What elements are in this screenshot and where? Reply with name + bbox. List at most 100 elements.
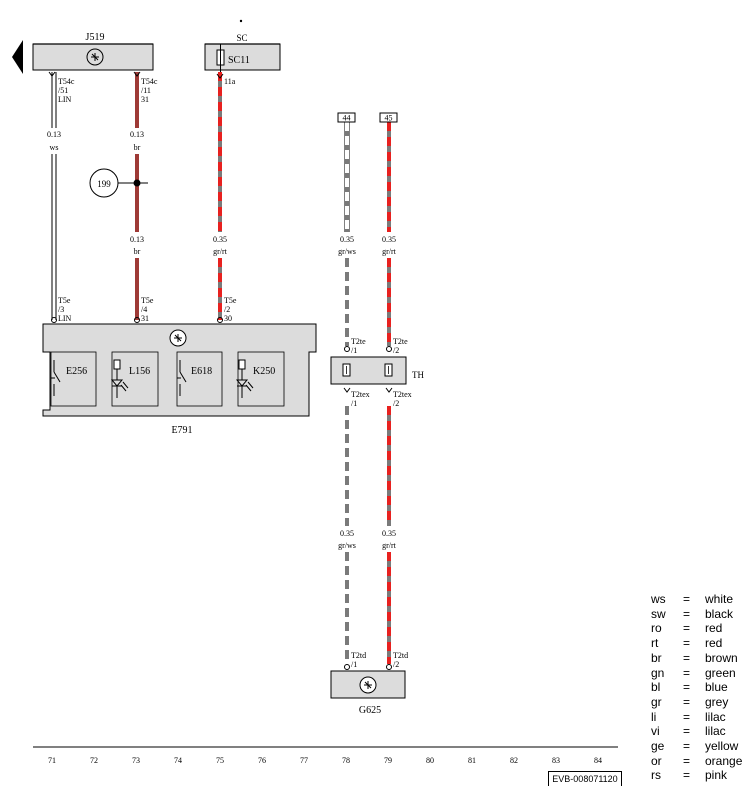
legend-eq: = bbox=[683, 621, 691, 636]
w2b-color: br bbox=[134, 247, 141, 256]
legend-code: sw bbox=[651, 606, 666, 621]
control-unit-j519: J519 bbox=[32, 32, 154, 71]
legend-eq: = bbox=[683, 753, 691, 768]
legend-name: brown bbox=[705, 650, 738, 665]
legend-row: br=brown bbox=[651, 651, 751, 666]
legend-code: or bbox=[651, 753, 662, 768]
w5-t2te-b: /2 bbox=[393, 346, 399, 355]
legend-row: ro=red bbox=[651, 621, 751, 636]
legend-eq: = bbox=[683, 709, 691, 724]
legend-row: or = orange bbox=[651, 754, 751, 769]
w4a-size: 0.35 bbox=[340, 235, 354, 244]
w4a-color: gr/ws bbox=[338, 247, 356, 256]
w5-t2tex-b: /2 bbox=[393, 399, 399, 408]
w2-top-pin-a: T54c bbox=[141, 77, 158, 86]
legend-name: pink bbox=[705, 768, 728, 783]
switch-e256-icon bbox=[51, 360, 61, 396]
ruler-number: 79 bbox=[384, 756, 392, 765]
legend-code: ro bbox=[651, 621, 662, 636]
e618-label: E618 bbox=[191, 366, 212, 377]
ruler-number: 82 bbox=[510, 756, 518, 765]
w5-t2td-b: /2 bbox=[393, 660, 399, 669]
legend-eq: = bbox=[683, 768, 691, 783]
w5b-size: 0.35 bbox=[382, 529, 396, 538]
w2-bot-pin-a: T5e bbox=[141, 296, 154, 305]
module-e791: E256 L156 E618 K2 bbox=[42, 323, 317, 417]
legend-code: ws bbox=[651, 592, 666, 606]
document-id: EVB-008071120 bbox=[548, 771, 622, 786]
w5a-color: gr/rt bbox=[382, 247, 397, 256]
connector-th bbox=[330, 346, 407, 393]
w1-size: 0.13 bbox=[47, 130, 61, 139]
page-jump-arrow-icon[interactable] bbox=[12, 40, 23, 74]
e256-label: E256 bbox=[66, 366, 87, 377]
w5-t2td-a: T2td bbox=[393, 651, 408, 660]
ref-199-label: 199 bbox=[97, 179, 111, 189]
w2-top-pin-b: /11 bbox=[141, 86, 151, 95]
legend-name: blue bbox=[705, 680, 728, 695]
fuse-holder-sc: SC SC11 bbox=[204, 19, 281, 72]
w2-bot-pin-c: 31 bbox=[141, 314, 149, 323]
w3-bot-pin-a: T5e bbox=[224, 296, 237, 305]
w3-size: 0.35 bbox=[213, 235, 227, 244]
legend-name: green bbox=[705, 665, 736, 680]
legend-name: orange bbox=[705, 753, 743, 768]
w1-bot-pin-b: /3 bbox=[58, 305, 64, 314]
w4b-color: gr/ws bbox=[338, 541, 356, 550]
e791-label: E791 bbox=[171, 425, 192, 436]
ruler-number: 71 bbox=[48, 756, 56, 765]
legend-eq: = bbox=[683, 739, 691, 754]
connector-box-45[interactable]: 45 bbox=[379, 112, 398, 123]
legend-row: rt = red bbox=[651, 636, 751, 651]
legend-name: white bbox=[705, 592, 734, 606]
ruler-number: 81 bbox=[468, 756, 476, 765]
legend-name: yellow bbox=[705, 739, 739, 754]
legend-eq: = bbox=[683, 680, 691, 695]
legend-eq: = bbox=[683, 592, 691, 606]
j519-label: J519 bbox=[86, 32, 105, 43]
legend-code: gn bbox=[651, 665, 665, 680]
w1-bot-pin-a: T5e bbox=[58, 296, 71, 305]
w5a-size: 0.35 bbox=[382, 235, 396, 244]
legend-row: gr=grey bbox=[651, 695, 751, 710]
legend-code: vi bbox=[651, 724, 660, 739]
legend-eq: = bbox=[683, 724, 691, 739]
w2-bot-pin-b: /4 bbox=[141, 305, 147, 314]
l156-label: L156 bbox=[129, 366, 150, 377]
w1-color: ws bbox=[50, 143, 59, 152]
w5b-color: gr/rt bbox=[382, 541, 397, 550]
ruler-number: 76 bbox=[258, 756, 266, 765]
w1-top-pin-c: LIN bbox=[58, 95, 72, 104]
legend-eq: = bbox=[683, 636, 691, 651]
legend-row: li = lilac bbox=[651, 710, 751, 725]
ruler-number: 73 bbox=[132, 756, 140, 765]
ruler-number: 72 bbox=[90, 756, 98, 765]
w3-top-pin: 11a bbox=[224, 77, 236, 86]
ruler-number: 77 bbox=[300, 756, 308, 765]
connector-pins-e791 bbox=[51, 317, 223, 323]
w4-t2td-a: T2td bbox=[351, 651, 366, 660]
w4-t2te-a: T2te bbox=[351, 337, 366, 346]
legend-eq: = bbox=[683, 650, 691, 665]
sc11-label: SC11 bbox=[228, 55, 250, 66]
legend-name: red bbox=[705, 636, 723, 651]
lamp-k250-icon bbox=[235, 359, 254, 398]
legend-name: lilac bbox=[705, 724, 726, 739]
w1-top-pin-a: T54c bbox=[58, 77, 75, 86]
legend-row: gn=green bbox=[651, 666, 751, 681]
legend-code: bl bbox=[651, 680, 661, 695]
ruler-number: 74 bbox=[174, 756, 182, 765]
wire-ws-lin bbox=[44, 72, 64, 320]
legend-name: lilac bbox=[705, 709, 726, 724]
box-45-label: 45 bbox=[385, 114, 393, 123]
connector-box-44[interactable]: 44 bbox=[337, 112, 356, 123]
sensor-g625 bbox=[330, 664, 406, 699]
ground-symbol-icon bbox=[86, 48, 104, 66]
k250-label: K250 bbox=[253, 366, 275, 377]
legend-code: rt bbox=[651, 636, 659, 651]
connector-pins-top bbox=[48, 71, 224, 79]
legend-code: li bbox=[651, 709, 657, 724]
junction-199[interactable]: 199 bbox=[89, 168, 148, 198]
legend-row: ws = white bbox=[651, 592, 751, 607]
